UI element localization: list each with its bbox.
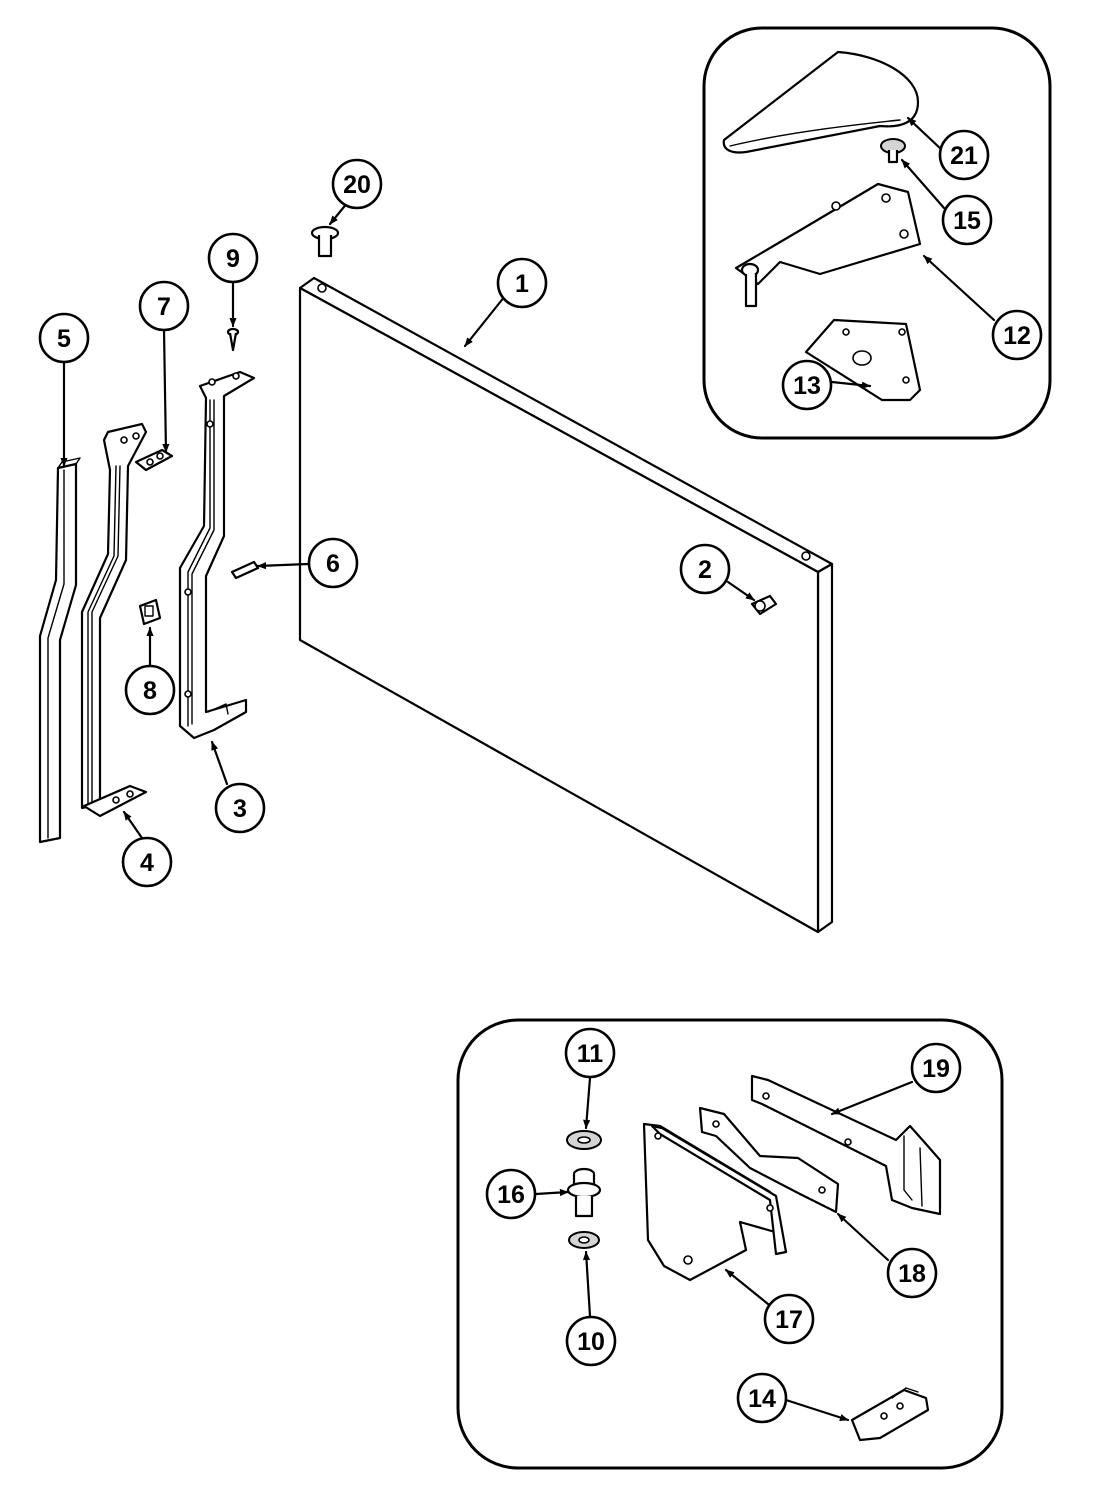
bracket-part-14 — [850, 1387, 930, 1442]
callout-5-label: 5 — [57, 325, 71, 353]
callout-10: 10 — [565, 1315, 617, 1367]
callout-4: 4 — [121, 836, 173, 888]
callout-21: 21 — [938, 129, 990, 181]
callout-18-label: 18 — [898, 1260, 926, 1288]
callout-15-label: 15 — [953, 207, 981, 235]
callout-4-label: 4 — [140, 849, 154, 877]
callout-7: 7 — [138, 280, 190, 332]
callout-1-label: 1 — [515, 270, 529, 298]
screw-part-9 — [226, 327, 240, 352]
pin-part-16 — [566, 1167, 602, 1218]
trim-strip-part-5 — [38, 457, 81, 844]
callout-1: 1 — [496, 257, 548, 309]
callout-12-label: 12 — [1003, 322, 1031, 350]
callout-3: 3 — [214, 782, 266, 834]
callout-9: 9 — [207, 232, 259, 284]
callout-14-label: 14 — [748, 1385, 776, 1413]
screw-part-2 — [750, 594, 778, 616]
callout-17: 17 — [763, 1293, 815, 1345]
callout-6-label: 6 — [326, 550, 340, 578]
callout-11-label: 11 — [577, 1040, 604, 1068]
callout-8-label: 8 — [143, 677, 157, 705]
callout-15: 15 — [941, 194, 993, 246]
clip-part-8 — [138, 598, 162, 626]
callout-18: 18 — [886, 1247, 938, 1299]
callout-17-label: 17 — [775, 1306, 803, 1334]
door-panel — [298, 276, 834, 934]
callout-5: 5 — [38, 312, 90, 364]
callout-2: 2 — [679, 543, 731, 595]
callout-19: 19 — [910, 1042, 962, 1094]
callout-16-label: 16 — [497, 1181, 525, 1209]
callout-9-label: 9 — [226, 245, 240, 273]
callout-13-label: 13 — [793, 372, 821, 400]
callout-14: 14 — [736, 1372, 788, 1424]
callout-8: 8 — [124, 664, 176, 716]
hinge-cover-part-21 — [722, 50, 920, 154]
callout-7-label: 7 — [157, 293, 171, 321]
spacer-part-18 — [698, 1106, 840, 1214]
callout-10-label: 10 — [577, 1328, 605, 1356]
hinge-plate-part-12 — [734, 182, 922, 308]
callout-13: 13 — [781, 359, 833, 411]
shim-plate-part-13 — [804, 318, 922, 402]
callout-20-label: 20 — [343, 171, 371, 199]
callout-12: 12 — [991, 309, 1043, 361]
callout-2-label: 2 — [698, 556, 712, 584]
leader-lines — [60, 116, 996, 1422]
callout-20: 20 — [331, 158, 383, 210]
shim-strip-part-19 — [750, 1074, 942, 1216]
hinge-arm-part-3 — [178, 370, 256, 740]
callout-21-label: 21 — [950, 142, 978, 170]
callout-19-label: 19 — [922, 1055, 950, 1083]
plate-part-7 — [134, 448, 174, 472]
callout-6: 6 — [307, 537, 359, 589]
washer-part-10 — [568, 1231, 600, 1249]
callout-11: 11 — [564, 1027, 616, 1079]
screw-part-6 — [230, 560, 260, 580]
washer-part-11 — [566, 1130, 602, 1150]
callout-3-label: 3 — [233, 795, 247, 823]
bracket-part-4 — [80, 422, 148, 818]
lower-hinge-plate-part-17 — [642, 1122, 788, 1282]
callout-16: 16 — [485, 1168, 537, 1220]
cap-part-15 — [880, 138, 906, 164]
plug-part-20 — [310, 225, 340, 258]
